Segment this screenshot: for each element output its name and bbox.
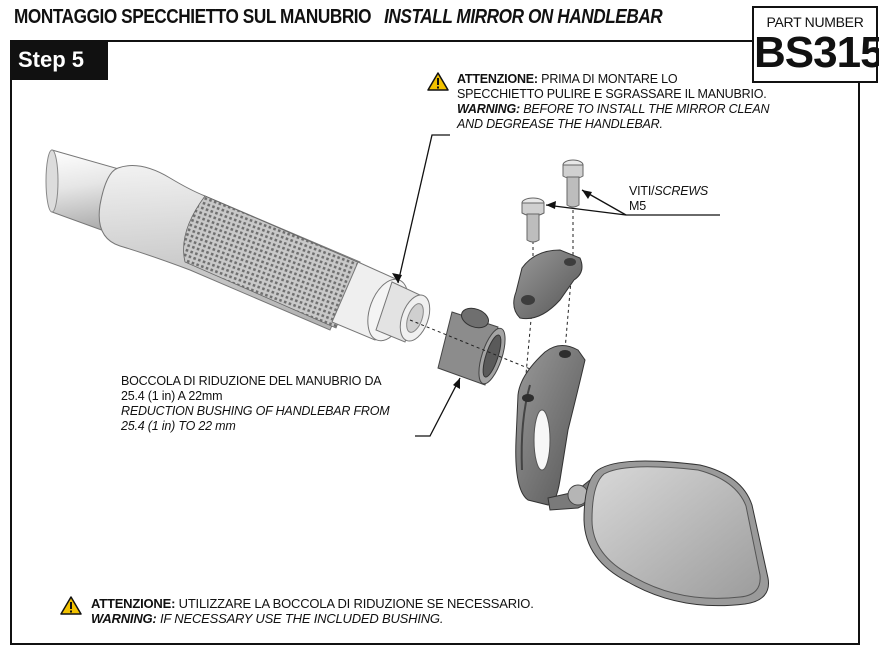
bushing-text-en-1: REDUCTION BUSHING OF HANDLEBAR FROM [121,404,390,418]
screws-label-en: SCREWS [654,184,709,198]
warning-bottom-text-en: IF NECESSARY USE THE INCLUDED BUSHING. [156,611,444,626]
part-number-label: PART NUMBER [766,14,864,30]
bushing-text-it-1: BOCCOLA DI RIDUZIONE DEL MANUBRIO DA [121,374,382,388]
warning-top-text-it-1: PRIMA DI MONTARE LO [537,72,678,86]
warning-top-text-en-1: BEFORE TO INSTALL THE MIRROR CLEAN [519,102,770,116]
bushing-text-it-2: 25.4 (1 in) A 22mm [121,389,223,403]
warning-leader-line [397,134,450,284]
bushing-text-en-2: 25.4 (1 in) TO 22 mm [121,419,236,433]
bushing-leader-line [415,377,461,437]
screw-right [562,159,584,208]
screw-leader-line-1 [545,204,627,216]
reduction-bushing [437,307,506,386]
warning-top-note: ATTENZIONE: PRIMA DI MONTARE LO SPECCHIE… [457,72,769,132]
part-number-box: PART NUMBER BS315 [752,6,879,83]
mirror-head [583,460,770,607]
title-italian: MONTAGGIO SPECCHIETTO SUL MANUBRIO [14,6,372,28]
top-clamp [513,249,583,320]
mirror-arm [515,345,599,511]
warning-triangle-icon [60,596,82,615]
part-number-value: BS315 [754,28,879,77]
warning-bottom-label-en: WARNING: [91,611,157,626]
screw-left [521,197,545,243]
warning-bottom-label-it: ATTENZIONE: [91,596,176,611]
warning-top-text-it-2: SPECCHIETTO PULIRE E SGRASSARE IL MANUBR… [457,87,767,101]
warning-top-text-en-2: AND DEGREASE THE HANDLEBAR. [457,117,663,131]
diagram-frame [10,40,860,645]
warning-top-label-en: WARNING: [457,102,520,116]
step-label: Step 5 [10,40,108,80]
warning-top-label-it: ATTENZIONE: [457,72,538,86]
warning-bottom-note: ATTENZIONE: UTILIZZARE LA BOCCOLA DI RID… [91,596,534,626]
warning-triangle-icon [427,72,449,91]
screws-label: VITI/SCREWS M5 [629,184,708,214]
warning-bottom-text-it: UTILIZZARE LA BOCCOLA DI RIDUZIONE SE NE… [175,596,534,611]
grip-knurling [183,195,363,329]
screws-size: M5 [629,199,646,213]
screws-label-it: VITI/ [629,184,655,198]
bushing-label: BOCCOLA DI RIDUZIONE DEL MANUBRIO DA 25.… [121,374,390,434]
page-title: MONTAGGIO SPECCHIETTO SUL MANUBRIO INSTA… [14,6,663,29]
title-english: INSTALL MIRROR ON HANDLEBAR [384,6,663,28]
